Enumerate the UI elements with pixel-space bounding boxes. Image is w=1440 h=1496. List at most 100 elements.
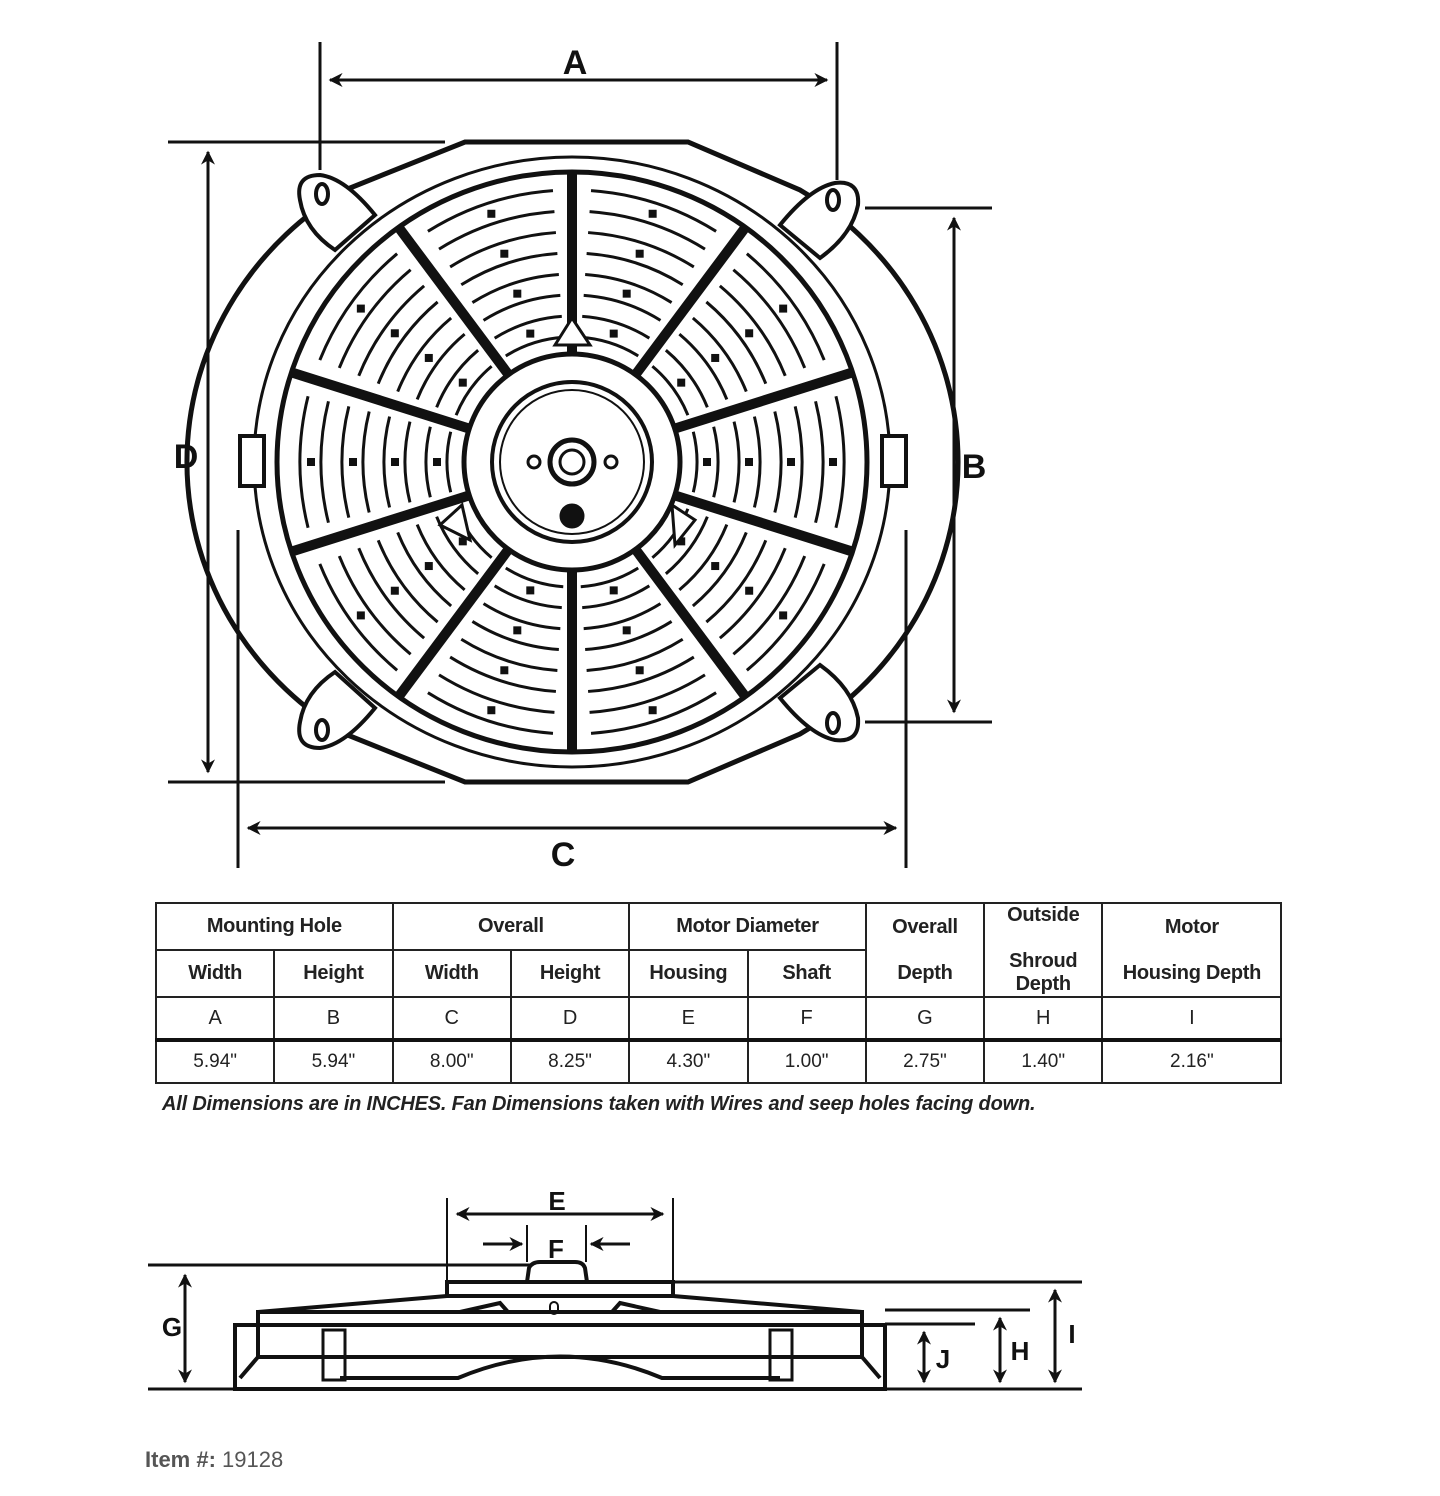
item-number: Item #: 19128	[145, 1447, 284, 1472]
blade-rib	[438, 673, 555, 714]
blade-rib	[298, 395, 310, 529]
header-motor-diameter: Motor Diameter	[628, 902, 867, 951]
blade-rib	[678, 332, 729, 400]
mounting-tabs	[238, 172, 908, 751]
blade-rib	[337, 268, 412, 369]
blade-rib	[449, 231, 557, 269]
blade-rib	[718, 547, 787, 640]
blade-rib	[691, 431, 699, 493]
blade-mark	[349, 458, 357, 466]
blade-mark	[609, 329, 618, 338]
dimension-d	[168, 140, 445, 784]
blade-rib	[340, 406, 351, 518]
blade-rib	[427, 189, 554, 233]
fan-spoke	[631, 224, 750, 378]
blade-rib	[396, 531, 453, 608]
blade-rib	[745, 563, 826, 672]
blade-rib	[705, 300, 768, 385]
blade-mark	[458, 537, 467, 546]
label-j: J	[936, 1344, 950, 1374]
letterrow-cell: G	[864, 996, 986, 1041]
blade-rib	[587, 655, 695, 693]
blade-rib	[583, 293, 662, 322]
blade-rib	[732, 421, 741, 503]
blade-rib	[376, 539, 439, 624]
blade-rib	[493, 314, 562, 340]
subrow-cell: Width	[154, 949, 276, 998]
blade-rib	[504, 566, 564, 589]
blade-mark	[779, 304, 788, 313]
blade-mark	[424, 562, 433, 571]
fan-spoke	[673, 490, 855, 557]
blade-mark	[390, 586, 399, 595]
blade-rib	[460, 637, 558, 672]
blade-mark	[635, 249, 644, 258]
blade-rib	[382, 416, 392, 508]
dimension-b	[865, 206, 992, 724]
blade-rib	[471, 620, 559, 652]
blade-rib	[587, 231, 695, 269]
dimensions-table: Mounting Hole Overall Motor Diameter Ove…	[154, 902, 1440, 1084]
header-mounting-hole: Mounting Hole	[155, 902, 394, 951]
blade-mark	[745, 458, 753, 466]
blade-rib	[438, 210, 555, 251]
blade-rib	[427, 691, 554, 735]
blade-mark	[711, 353, 720, 362]
label-i: I	[1068, 1319, 1075, 1349]
blade-rib	[482, 602, 561, 631]
blade-rib	[361, 411, 371, 513]
blade-mark	[513, 289, 522, 298]
blade-rib	[718, 284, 787, 377]
fan-spoke	[289, 367, 471, 434]
fan-spoke	[394, 546, 513, 700]
blade-rib	[678, 524, 729, 592]
blade-mark	[622, 289, 631, 298]
blade-mark	[356, 304, 365, 313]
side-profile	[233, 1260, 887, 1391]
blade-rib	[773, 411, 783, 513]
blade-rib	[318, 252, 399, 361]
subrow-cell: Housing	[628, 949, 749, 998]
blade-mark	[779, 611, 788, 620]
motor-hub	[437, 315, 698, 573]
valrow-cell: 8.00"	[391, 1038, 512, 1084]
blade-rib	[396, 316, 453, 393]
blade-rib	[586, 252, 684, 287]
blade-mark	[500, 666, 509, 675]
blade-rib	[583, 602, 662, 631]
subrow-cell: Height	[509, 949, 631, 998]
blade-rib	[664, 349, 709, 408]
blade-rib	[415, 524, 466, 592]
header-overall: Overall	[391, 902, 631, 951]
label-a: A	[563, 44, 588, 82]
blade-rib	[691, 316, 748, 393]
blade-rib	[454, 365, 493, 416]
blade-mark	[677, 537, 686, 546]
letterrow-cell: A	[154, 996, 276, 1041]
letterrow-cell: B	[273, 996, 394, 1041]
blade-rib	[582, 314, 651, 340]
blade-rib	[589, 210, 706, 251]
blade-mark	[390, 329, 399, 338]
blade-rib	[415, 332, 466, 400]
label-h: H	[1011, 1336, 1030, 1366]
dimension-c	[236, 530, 908, 868]
blade-mark	[487, 209, 496, 218]
valrow-cell: 5.94"	[273, 1038, 394, 1084]
blade-mark	[635, 666, 644, 675]
blade-rib	[318, 563, 399, 672]
valrow-cell: 2.16"	[1101, 1038, 1283, 1084]
blade-mark	[703, 458, 711, 466]
label-g: G	[162, 1312, 182, 1342]
blade-mark	[711, 562, 720, 571]
blade-mark	[526, 329, 535, 338]
letterrow-cell: D	[509, 996, 631, 1041]
blade-rib	[590, 691, 717, 735]
blade-rib	[449, 655, 557, 693]
valrow-cell: 4.30"	[628, 1038, 749, 1084]
blade-rib	[705, 539, 768, 624]
blade-mark	[526, 586, 535, 595]
